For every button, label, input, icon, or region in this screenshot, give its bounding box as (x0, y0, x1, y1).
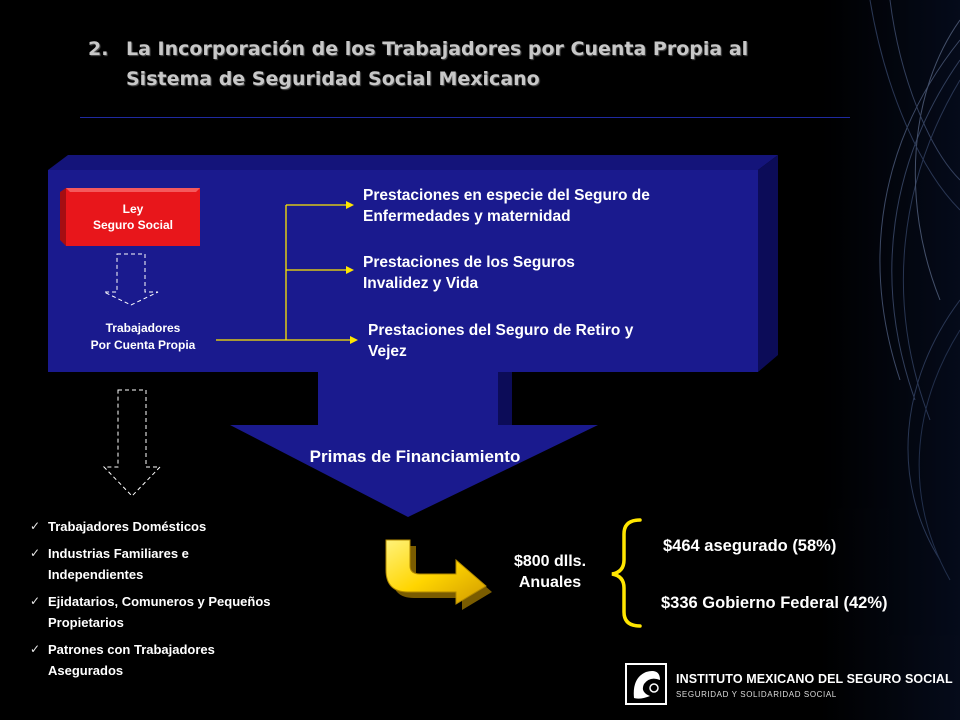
checkmark-icon: ✓ (30, 519, 41, 533)
list-item-line-1: Ejidatarios, Comuneros y Pequeños (48, 594, 271, 609)
prestacion-enfermedades: Prestaciones en especie del Seguro de En… (363, 185, 743, 227)
primas-down-arrow (230, 372, 598, 517)
bent-yellow-arrow (385, 539, 492, 610)
decorative-swirl (820, 0, 960, 720)
list-item: ✓ Industrias Familiares e Independientes (30, 543, 360, 585)
list-item-line-2: Propietarios (48, 615, 124, 630)
prestacion-invalidez: Prestaciones de los Seguros Invalidez y … (363, 252, 663, 294)
checkmark-icon: ✓ (30, 642, 41, 656)
title-divider (80, 117, 850, 118)
list-item: ✓ Ejidatarios, Comuneros y Pequeños Prop… (30, 591, 360, 633)
share-asegurado: $464 asegurado (58%) (663, 537, 837, 555)
ley-box (60, 188, 200, 246)
connector-arrowheads (346, 201, 358, 344)
title-number: 2. (88, 38, 109, 60)
imss-logo: INSTITUTO MEXICANO DEL SEGURO SOCIAL SEG… (624, 660, 953, 708)
prestacion-3-line-1: Prestaciones del Seguro de Retiro y (368, 322, 634, 339)
prestacion-1-line-1: Prestaciones en especie del Seguro de (363, 187, 650, 204)
prestacion-retiro: Prestaciones del Seguro de Retiro y Veje… (368, 320, 708, 362)
ley-line-2: Seguro Social (92, 218, 174, 232)
worker-checklist: ✓ Trabajadores Domésticos ✓ Industrias F… (30, 516, 360, 687)
amount-line-1: $800 dlls. (513, 553, 587, 570)
trabajadores-label: Trabajadores Por Cuenta Propia (48, 320, 238, 354)
trabajadores-line-1: Trabajadores (105, 321, 181, 335)
prestacion-2-line-2: Invalidez y Vida (363, 275, 479, 292)
title-line-1: La Incorporación de los Trabajadores por… (126, 38, 749, 60)
connector-lines (216, 204, 350, 341)
primas-label: Primas de Financiamiento (309, 447, 521, 466)
list-item: ✓ Patrones con Trabajadores Asegurados (30, 639, 360, 681)
imss-emblem-icon (625, 663, 667, 705)
list-item-line-1: Industrias Familiares e (48, 546, 189, 561)
list-item: ✓ Trabajadores Domésticos (30, 516, 360, 537)
checkmark-icon: ✓ (30, 546, 41, 560)
ley-line-1: Ley (122, 202, 144, 216)
share-gobierno: $336 Gobierno Federal (42%) (661, 594, 888, 612)
ley-label: Ley Seguro Social (66, 188, 200, 246)
prestacion-3-line-2: Vejez (368, 343, 407, 360)
dashed-arrow-small (103, 253, 159, 306)
annual-amount: $800 dlls. Anuales (495, 551, 605, 593)
list-item-line-1: Patrones con Trabajadores (48, 642, 215, 657)
prestacion-2-line-1: Prestaciones de los Seguros (363, 254, 575, 271)
title-line-2: Sistema de Seguridad Social Mexicano (126, 68, 540, 90)
checkmark-icon: ✓ (30, 594, 41, 608)
logo-name: INSTITUTO MEXICANO DEL SEGURO SOCIAL (676, 672, 953, 686)
amount-line-2: Anuales (518, 574, 582, 591)
logo-tagline: SEGURIDAD Y SOLIDARIDAD SOCIAL (676, 690, 837, 699)
prestacion-1-line-2: Enfermedades y maternidad (363, 208, 571, 225)
list-item-line-2: Asegurados (48, 663, 124, 678)
list-item-line-1: Trabajadores Domésticos (48, 519, 207, 534)
dashed-arrow-large (102, 389, 162, 497)
curly-brace (611, 518, 642, 628)
list-item-line-2: Independientes (48, 567, 144, 582)
trabajadores-line-2: Por Cuenta Propia (90, 338, 196, 352)
